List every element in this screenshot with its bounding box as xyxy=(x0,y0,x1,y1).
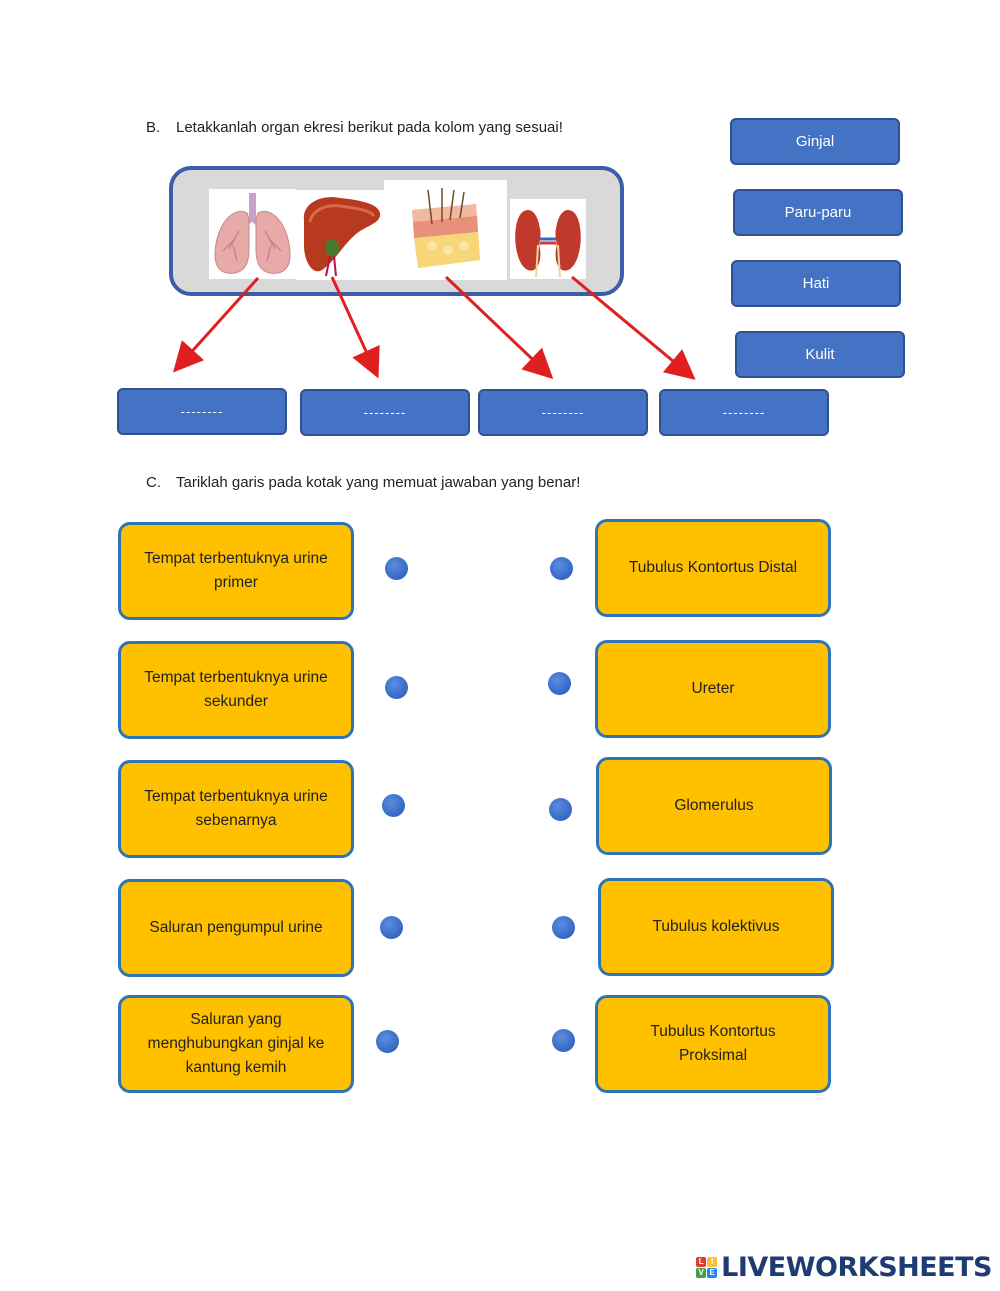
liveworksheets-logo-icon: L I V E xyxy=(696,1257,718,1278)
left-connector-dot-1[interactable] xyxy=(385,557,408,580)
section-c-instruction: C. Tariklah garis pada kotak yang memuat … xyxy=(146,474,580,491)
liveworksheets-brand: L I V E LIVEWORKSHEETS xyxy=(696,1252,992,1283)
liver-image xyxy=(296,190,384,280)
right-item-3: Glomerulus xyxy=(596,757,832,855)
section-b-text: Letakkanlah organ ekresi berikut pada ko… xyxy=(176,119,563,136)
section-b-letter: B. xyxy=(146,119,161,136)
left-connector-dot-4[interactable] xyxy=(380,916,403,939)
section-b-instruction: B. Letakkanlah organ ekresi berikut pada … xyxy=(146,119,563,136)
left-item-4: Saluran pengumpul urine xyxy=(118,879,354,977)
right-item-2: Ureter xyxy=(595,640,831,738)
right-connector-dot-1[interactable] xyxy=(550,557,573,580)
left-item-2: Tempat terbentuknya urine sekunder xyxy=(118,641,354,739)
option-ginjal-button[interactable]: Ginjal xyxy=(730,118,900,165)
drop-slot-3[interactable]: -------- xyxy=(478,389,648,436)
arrow-kidneys xyxy=(571,275,696,380)
drop-slot-4[interactable]: -------- xyxy=(659,389,829,436)
option-kulit-button[interactable]: Kulit xyxy=(735,331,905,378)
left-item-5: Saluran yang menghubungkan ginjal ke kan… xyxy=(118,995,354,1093)
right-item-1: Tubulus Kontortus Distal xyxy=(595,519,831,617)
liver-icon xyxy=(303,197,381,277)
logo-letter-i: I xyxy=(707,1257,718,1267)
right-connector-dot-2[interactable] xyxy=(548,672,571,695)
left-connector-dot-3[interactable] xyxy=(382,794,405,817)
kidneys-image xyxy=(510,199,586,279)
logo-letter-l: L xyxy=(696,1257,707,1267)
brand-name: LIVEWORKSHEETS xyxy=(721,1252,992,1283)
lungs-icon xyxy=(214,193,291,274)
kidneys-icon xyxy=(515,209,581,278)
left-connector-dot-5[interactable] xyxy=(376,1030,399,1053)
right-connector-dot-5[interactable] xyxy=(552,1029,575,1052)
drop-slot-1[interactable]: -------- xyxy=(117,388,287,435)
right-connector-dot-4[interactable] xyxy=(552,916,575,939)
skin-image xyxy=(384,180,507,280)
left-item-3: Tempat terbentuknya urine sebenarnya xyxy=(118,760,354,858)
right-connector-dot-3[interactable] xyxy=(549,798,572,821)
left-item-1: Tempat terbentuknya urine primer xyxy=(118,522,354,620)
drop-slot-2[interactable]: -------- xyxy=(300,389,470,436)
lungs-image xyxy=(209,189,296,279)
skin-icon xyxy=(412,188,480,268)
logo-letter-e: E xyxy=(707,1268,718,1278)
logo-letter-v: V xyxy=(696,1268,707,1278)
section-c-letter: C. xyxy=(146,474,161,491)
right-item-5: Tubulus Kontortus Proksimal xyxy=(595,995,831,1093)
arrows-overlay xyxy=(172,275,696,380)
option-hati-button[interactable]: Hati xyxy=(731,260,901,307)
option-paru-paru-button[interactable]: Paru-paru xyxy=(733,189,903,236)
arrow-liver xyxy=(330,276,380,379)
arrow-skin xyxy=(444,275,554,380)
arrow-lungs xyxy=(172,276,260,373)
section-c-text: Tariklah garis pada kotak yang memuat ja… xyxy=(176,474,581,491)
left-connector-dot-2[interactable] xyxy=(385,676,408,699)
right-item-4: Tubulus kolektivus xyxy=(598,878,834,976)
